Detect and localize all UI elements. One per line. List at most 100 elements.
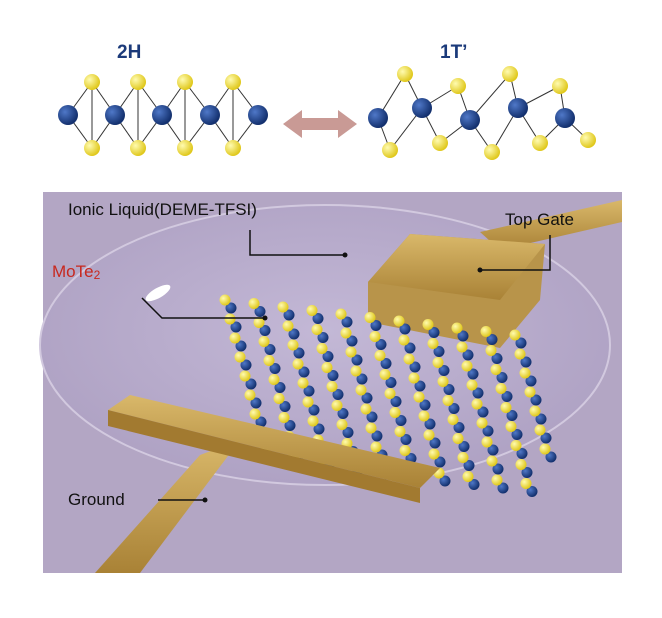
lattice-te-atom (529, 405, 541, 417)
phase-label-1t-prime: 1T’ (440, 42, 468, 63)
lattice-te-atom (345, 346, 357, 358)
mote2-label: MoTe2 (52, 262, 100, 282)
te-atom (484, 144, 500, 160)
lattice-mo-atom (501, 391, 513, 402)
lattice-te-atom (447, 414, 459, 425)
lattice-te-atom (302, 396, 314, 408)
lattice-mo-atom (317, 332, 329, 343)
lattice-mo-atom (414, 380, 426, 392)
te-atom (84, 74, 100, 90)
phase-structures (58, 66, 596, 160)
lattice-te-atom (336, 419, 348, 430)
lattice-te-atom (399, 445, 411, 456)
te-atom (225, 140, 241, 156)
lattice-mo-atom (424, 418, 436, 430)
lattice-te-atom (364, 312, 376, 323)
lattice-mo-atom (375, 339, 387, 350)
lattice-te-atom (244, 389, 256, 401)
lattice-te-atom (519, 367, 531, 379)
lattice-mo-atom (419, 399, 431, 411)
lattice-te-atom (500, 402, 512, 413)
lattice-te-atom (278, 412, 290, 423)
lattice-mo-atom (341, 316, 353, 328)
lattice-te-atom (287, 339, 299, 351)
lattice-te-atom (224, 313, 236, 325)
lattice-mo-atom (468, 479, 480, 490)
lattice-mo-atom (346, 335, 358, 347)
lattice-mo-atom (497, 482, 509, 494)
lattice-mo-atom (380, 358, 392, 369)
lattice-mo-atom (467, 368, 479, 380)
lattice-te-atom (428, 448, 440, 460)
lattice-te-atom (258, 336, 270, 347)
ionic-liquid-pointer (249, 230, 345, 256)
lattice-te-atom (360, 403, 372, 415)
lattice-mo-atom (428, 327, 440, 338)
lattice-te-atom (370, 441, 382, 453)
lattice-te-atom (457, 452, 469, 463)
mo-atom (368, 108, 388, 128)
lattice-mo-atom (545, 451, 557, 463)
lattice-mo-atom (293, 347, 305, 359)
lattice-mo-atom (230, 321, 242, 333)
lattice-te-atom (321, 362, 333, 373)
lattice-mo-atom (457, 330, 469, 342)
lattice-mo-atom (521, 467, 533, 478)
lattice-te-atom (515, 459, 527, 470)
lattice-te-atom (306, 305, 318, 316)
lattice-te-atom (514, 348, 526, 360)
lattice-te-atom (485, 345, 497, 356)
lattice-te-atom (331, 400, 343, 411)
lattice-mo-atom (361, 392, 373, 404)
top-gate-pad (368, 234, 545, 300)
lattice-te-atom (350, 365, 362, 377)
lattice-mo-atom (356, 373, 368, 385)
lattice-mo-atom (240, 359, 252, 371)
lattice-te-atom (282, 320, 294, 332)
lattice-mo-atom (313, 423, 325, 435)
lattice-te-atom (451, 322, 463, 334)
te-atom (177, 140, 193, 156)
lattice-mo-atom (235, 340, 247, 352)
lattice-te-atom (393, 315, 405, 327)
lattice-te-atom (268, 374, 280, 385)
lattice-mo-atom (370, 320, 382, 331)
lattice-te-atom (534, 424, 546, 436)
lattice-mo-atom (458, 441, 470, 452)
lattice-te-atom (461, 360, 473, 372)
lattice-te-atom (520, 478, 532, 489)
mo-atom (105, 105, 125, 125)
lattice-mo-atom (530, 394, 542, 406)
lattice-te-atom (442, 395, 454, 406)
lattice-te-atom (273, 393, 285, 404)
lattice-mo-atom (245, 378, 257, 390)
ionic-liquid-label: Ionic Liquid(DEME-TFSI) (68, 200, 257, 219)
lattice-mo-atom (443, 384, 455, 395)
lattice-mo-atom (486, 334, 498, 345)
lattice-te-atom (481, 436, 493, 448)
lattice-mo-atom (453, 422, 465, 433)
lattice-mo-atom (332, 389, 344, 400)
lattice-mo-atom (269, 363, 281, 374)
lattice-te-atom (297, 377, 309, 389)
lattice-mo-atom (516, 448, 528, 459)
lattice-mo-atom (487, 444, 499, 456)
lattice-te-atom (413, 391, 425, 403)
lattice-te-atom (462, 471, 474, 482)
lattice-te-atom (452, 433, 464, 444)
lattice-mo-atom (506, 410, 518, 421)
lattice-te-atom (248, 298, 260, 309)
lattice-mo-atom (274, 382, 286, 393)
lattice-mo-atom (259, 325, 271, 336)
mo-atom (152, 105, 172, 125)
lattice-mo-atom (439, 475, 451, 487)
lattice-te-atom (379, 369, 391, 380)
lattice-mo-atom (515, 337, 527, 349)
ground-bar-side (108, 410, 420, 503)
lattice-mo-atom (463, 460, 475, 471)
lattice-te-atom (466, 379, 478, 391)
lattice-te-atom (423, 429, 435, 441)
lattice-mo-atom (312, 313, 324, 324)
